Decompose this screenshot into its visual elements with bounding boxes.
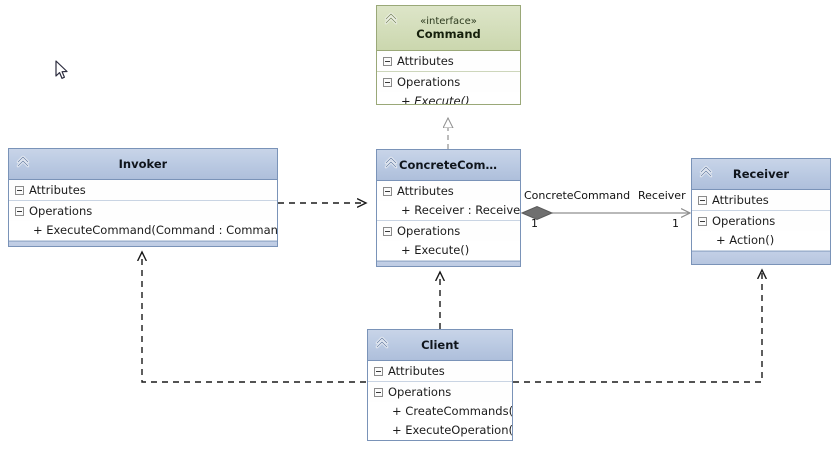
- collapse-toggle-icon[interactable]: [15, 185, 24, 195]
- attributes-compartment-invoker: Attributes: [9, 180, 277, 201]
- collapse-chevron-icon[interactable]: [383, 10, 399, 26]
- operations-compartment-invoker: Operations + ExecuteCommand(Command : Co…: [9, 201, 277, 241]
- attributes-label-client: Attributes: [388, 364, 445, 378]
- operations-compartment-receiver: Operations + Action(): [692, 211, 830, 251]
- class-header-client[interactable]: Client: [368, 330, 512, 361]
- operations-header-concretecommand[interactable]: Operations: [377, 221, 520, 241]
- attributes-compartment-client: Attributes: [368, 361, 512, 382]
- attributes-compartment-command: Attributes: [377, 51, 520, 72]
- operations-compartment-concretecommand: Operations + Execute(): [377, 221, 520, 261]
- edge-dependency-client-receiver: [513, 270, 762, 383]
- edge-aggregation-concretecommand-receiver: [520, 205, 690, 221]
- attribute-item: + Receiver : Receiver: [401, 203, 521, 217]
- collapse-toggle-icon[interactable]: [698, 216, 707, 226]
- collapse-toggle-icon[interactable]: [383, 186, 392, 196]
- class-box-invoker[interactable]: Invoker Attributes Operations + ExecuteC…: [8, 148, 278, 247]
- operation-item: + Action(): [716, 233, 775, 247]
- collapse-toggle-icon[interactable]: [383, 226, 392, 236]
- collapse-toggle-icon[interactable]: [383, 77, 392, 87]
- attributes-header-concretecommand[interactable]: Attributes: [377, 181, 520, 201]
- collapse-toggle-icon[interactable]: [374, 387, 383, 397]
- collapse-chevron-icon[interactable]: [698, 163, 714, 179]
- operations-header-command[interactable]: Operations: [377, 72, 520, 92]
- operations-header-client[interactable]: Operations: [368, 382, 512, 402]
- class-title-concretecommand: ConcreteComm…: [399, 158, 498, 172]
- operations-label-client: Operations: [388, 385, 452, 399]
- collapse-chevron-icon[interactable]: [383, 154, 399, 170]
- attributes-label-invoker: Attributes: [29, 183, 86, 197]
- attributes-header-receiver[interactable]: Attributes: [692, 190, 830, 210]
- operation-item: + CreateCommands(): [392, 404, 513, 418]
- operation-item: + ExecuteCommand(Command : Command): [33, 223, 278, 237]
- operations-label-command: Operations: [397, 75, 461, 89]
- attributes-label-command: Attributes: [397, 54, 454, 68]
- class-header-command[interactable]: «interface» Command: [377, 6, 520, 51]
- attributes-header-client[interactable]: Attributes: [368, 361, 512, 381]
- class-stereotype-command: «interface»: [420, 15, 477, 27]
- association-source-role-label: ConcreteCommand: [524, 189, 631, 202]
- class-header-receiver[interactable]: Receiver: [692, 159, 830, 190]
- class-footer-invoker: [9, 241, 277, 246]
- operations-compartment-command: Operations + Execute(): [377, 72, 520, 105]
- attributes-label-concretecommand: Attributes: [397, 184, 454, 198]
- class-title-command: Command: [416, 27, 481, 41]
- class-box-receiver[interactable]: Receiver Attributes Operations + Action(…: [691, 158, 831, 265]
- edge-dependency-client-invoker: [142, 252, 366, 383]
- operations-label-invoker: Operations: [29, 204, 93, 218]
- association-target-role-label: Receiver: [638, 189, 686, 202]
- operation-item: + ExecuteOperation(): [392, 423, 513, 437]
- class-footer-receiver: [692, 251, 830, 264]
- class-header-invoker[interactable]: Invoker: [9, 149, 277, 180]
- operations-compartment-client: Operations + CreateCommands() + ExecuteO…: [368, 382, 513, 440]
- operations-header-invoker[interactable]: Operations: [9, 201, 277, 221]
- operations-header-receiver[interactable]: Operations: [692, 211, 830, 231]
- mouse-cursor-icon: [55, 60, 68, 79]
- operation-item: + Execute(): [401, 243, 470, 257]
- attributes-header-command[interactable]: Attributes: [377, 51, 520, 71]
- class-box-concretecommand[interactable]: ConcreteComm… Attributes + Receiver : Re…: [376, 149, 521, 267]
- attributes-compartment-concretecommand: Attributes + Receiver : Receiver: [377, 181, 520, 221]
- class-title-invoker: Invoker: [118, 157, 168, 171]
- collapse-chevron-icon[interactable]: [374, 334, 390, 350]
- collapse-toggle-icon[interactable]: [374, 366, 383, 376]
- attributes-compartment-receiver: Attributes: [692, 190, 830, 211]
- collapse-toggle-icon[interactable]: [15, 206, 24, 216]
- attributes-header-invoker[interactable]: Attributes: [9, 180, 277, 200]
- association-target-multiplicity: 1: [672, 217, 679, 230]
- class-footer-concretecommand: [377, 261, 520, 266]
- class-header-concretecommand[interactable]: ConcreteComm…: [377, 150, 520, 181]
- operations-label-concretecommand: Operations: [397, 224, 461, 238]
- attributes-label-receiver: Attributes: [712, 193, 769, 207]
- operations-label-receiver: Operations: [712, 214, 776, 228]
- class-title-client: Client: [421, 338, 459, 352]
- association-source-multiplicity: 1: [531, 217, 538, 230]
- operation-item: + Execute(): [401, 94, 470, 105]
- class-title-receiver: Receiver: [732, 167, 790, 181]
- class-box-command[interactable]: «interface» Command Attributes Operation…: [376, 5, 521, 105]
- collapse-toggle-icon[interactable]: [383, 56, 392, 66]
- collapse-toggle-icon[interactable]: [698, 195, 707, 205]
- class-box-client[interactable]: Client Attributes Operations + CreateCom…: [367, 329, 513, 441]
- collapse-chevron-icon[interactable]: [15, 153, 31, 169]
